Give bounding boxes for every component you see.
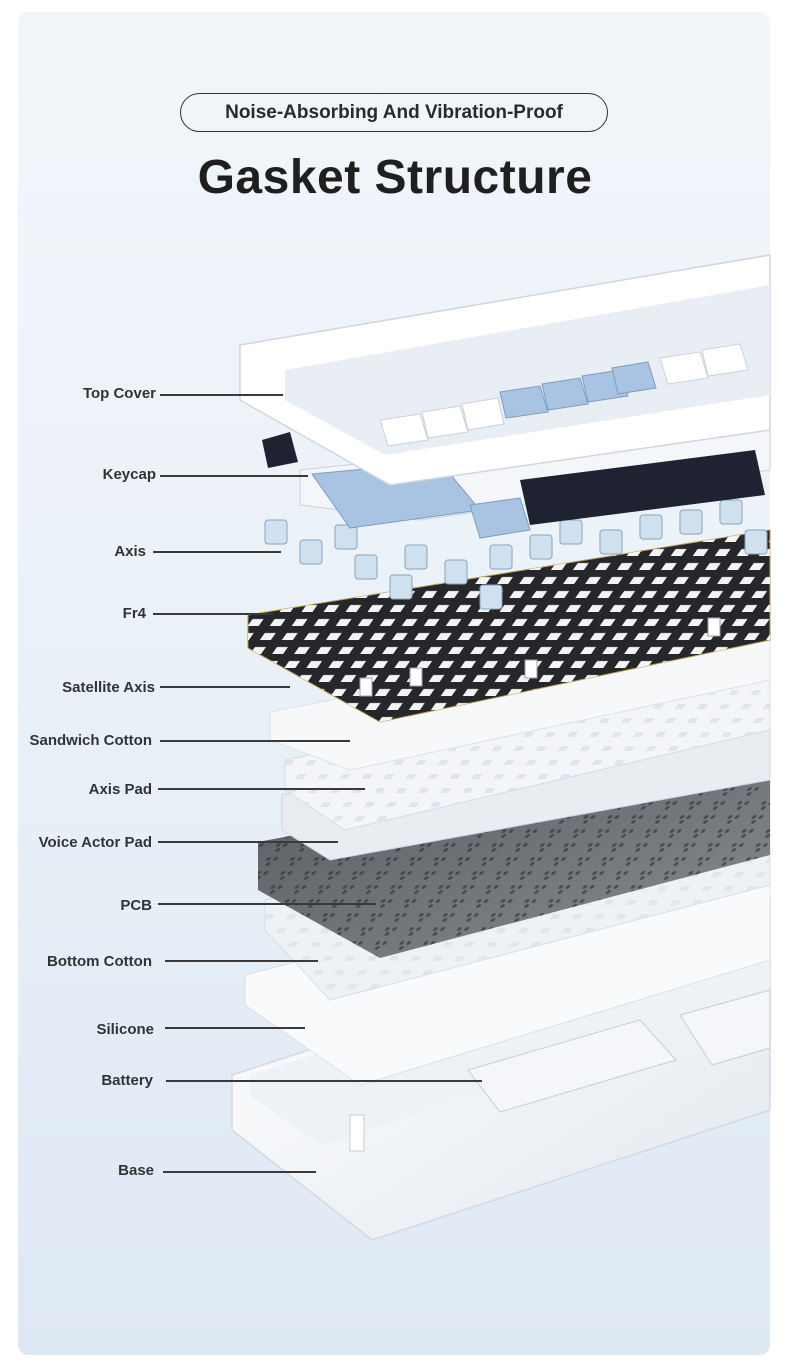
leader-line-pcb [158, 903, 376, 905]
label-bottom-cotton: Bottom Cotton [47, 953, 152, 970]
top-cover-shape [239, 254, 771, 486]
label-satellite-axis: Satellite Axis [62, 679, 155, 696]
label-battery: Battery [101, 1072, 153, 1089]
satellite-axis-shape [359, 617, 721, 697]
label-voice-actor-pad: Voice Actor Pad [38, 834, 152, 851]
label-silicone: Silicone [96, 1021, 154, 1038]
leader-line-satellite-axis [160, 686, 290, 688]
label-pcb: PCB [120, 897, 152, 914]
leader-line-silicone [165, 1027, 305, 1029]
fr4-plate-shape [247, 529, 771, 723]
label-top-cover: Top Cover [82, 385, 156, 402]
battery-shape [467, 989, 771, 1113]
label-keycap: Keycap [102, 466, 156, 483]
page-title: Gasket Structure [197, 151, 593, 204]
leader-line-sandwich-cotton [160, 740, 350, 742]
leader-line-voice-actor-pad [158, 841, 338, 843]
label-sandwich-cotton: Sandwich Cotton [29, 732, 153, 749]
leader-line-top-cover [160, 394, 283, 396]
label-axis-pad: Axis Pad [88, 781, 152, 798]
axis-switches-shape [264, 499, 768, 610]
leader-line-axis-pad [158, 788, 365, 790]
leader-line-fr4 [153, 613, 273, 615]
label-axis: Axis [114, 543, 146, 560]
tagline-pill: Noise-Absorbing And Vibration-Proof [180, 93, 608, 132]
leader-line-battery [166, 1080, 482, 1082]
leader-line-bottom-cotton [165, 960, 318, 962]
leader-line-keycap [160, 475, 308, 477]
label-base: Base [118, 1162, 154, 1179]
leader-line-axis [153, 551, 281, 553]
leader-line-base [163, 1171, 316, 1173]
label-fr4: Fr4 [122, 605, 146, 622]
